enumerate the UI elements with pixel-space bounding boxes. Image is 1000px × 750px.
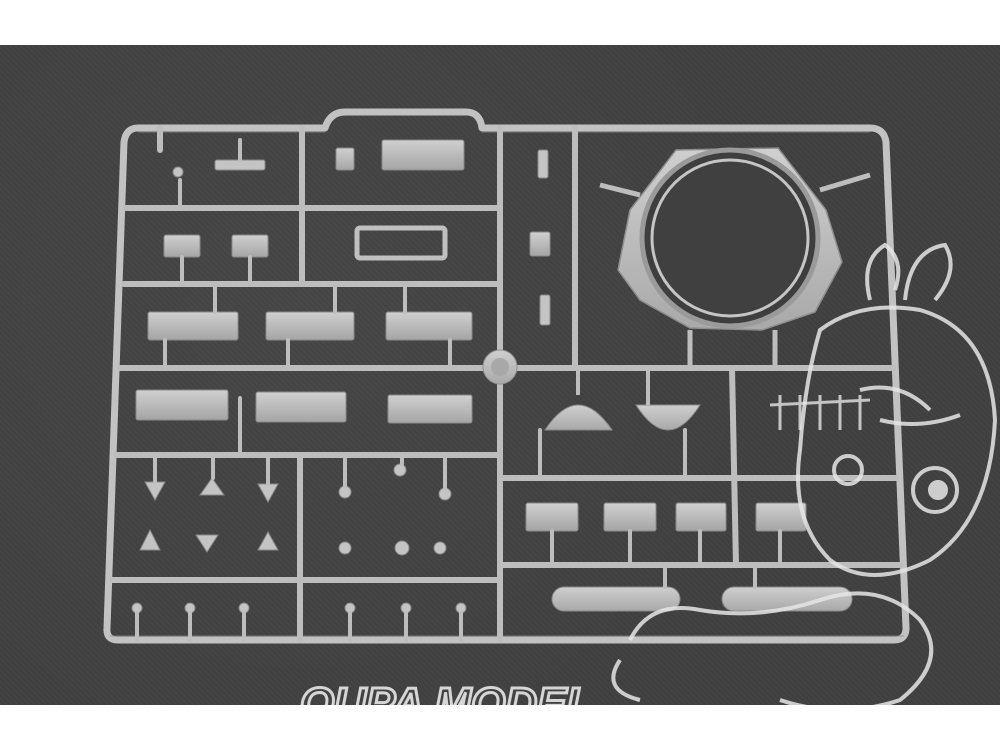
watermark-text: OUPA MODEL [300,679,593,705]
small-parts [131,149,551,614]
sprue-hub [482,349,518,385]
sprue-drawing: OUPA MODEL [103,108,998,706]
stowage-boxes [135,139,807,532]
frame-part [354,225,448,261]
sprue-frame [103,108,910,644]
gate-stubs [135,138,782,642]
cylinders [551,586,853,612]
rack-part [769,395,871,430]
watermark: OUPA MODEL [299,678,595,706]
hatch-parts [544,368,701,431]
watermark-character [611,242,998,705]
sprue-photo: OUPA MODEL [0,45,1000,705]
turret-ring-part [599,147,871,368]
